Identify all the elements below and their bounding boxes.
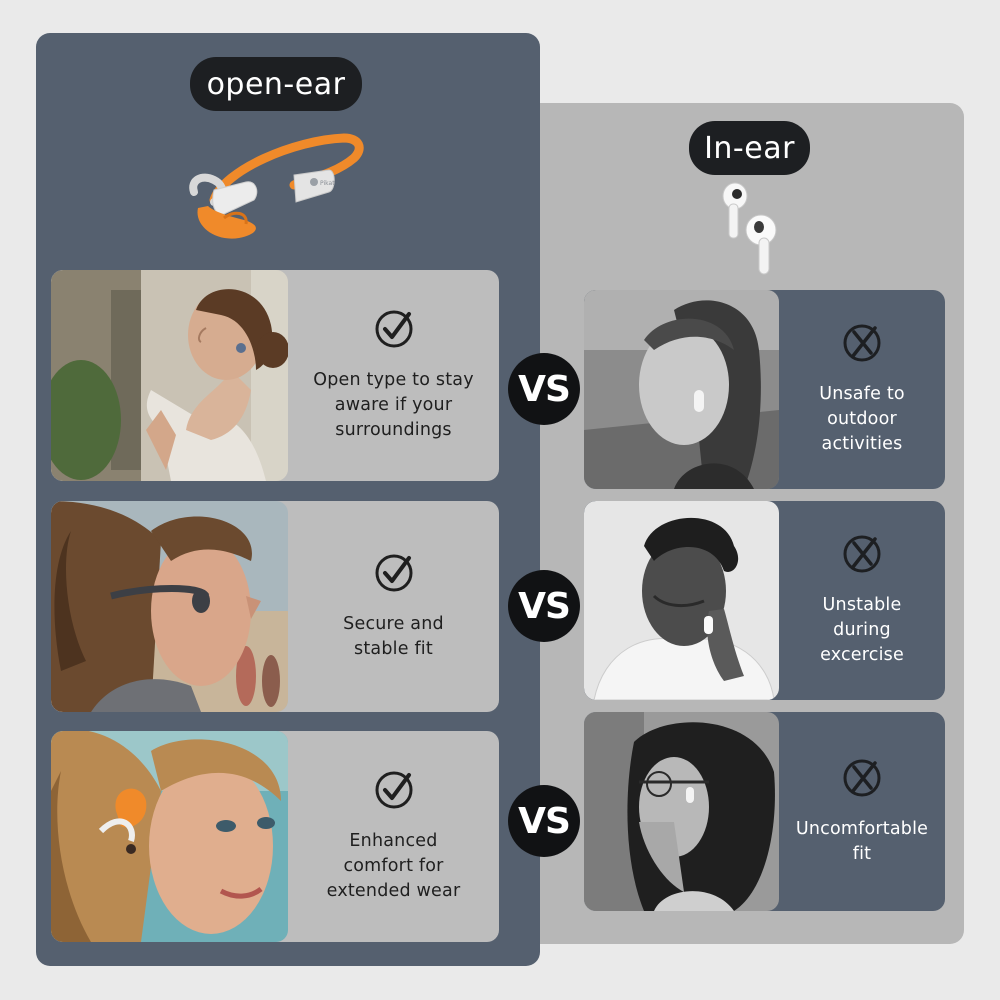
in-ear-earbuds-icon [722, 182, 777, 275]
in-ear-card-2-content: Unstable during excercise [779, 501, 945, 700]
open-ear-benefit-text: Enhanced comfort for extended wear [326, 831, 461, 901]
in-ear-card-1-content: Unsafe to outdoor activities [779, 290, 945, 489]
woman-meditating-photo [51, 270, 288, 481]
woman-running-photo [51, 501, 288, 712]
in-ear-card-3-content: Uncomfortable fit [779, 712, 945, 911]
open-ear-card-2-content: Secure and stable fit [288, 501, 499, 712]
open-ear-benefit-text: Open type to stay aware if your surround… [313, 370, 474, 440]
check-circle-icon [375, 310, 412, 348]
open-ear-card-3-content: Enhanced comfort for extended wear [288, 731, 499, 942]
open-ear-card-2: Secure and stable fit [51, 501, 499, 712]
open-ear-card-1-content: Open type to stay aware if your surround… [288, 270, 499, 481]
in-ear-drawback-text: Uncomfortable fit [795, 818, 929, 864]
woman-beach-photo [51, 731, 288, 942]
in-ear-card-3: Uncomfortable fit [584, 712, 945, 911]
open-ear-card-3: Enhanced comfort for extended wear [51, 731, 499, 942]
in-ear-card-2: Unstable during excercise [584, 501, 945, 700]
in-ear-drawback-text: Unstable during excercise [820, 595, 904, 665]
check-circle-icon [375, 554, 412, 591]
check-circle-icon [375, 771, 412, 809]
x-circle-icon [843, 759, 881, 796]
open-ear-title: open-ear [190, 57, 362, 111]
woman-glasses-earbuds-photo [584, 712, 779, 911]
product-brand-text: Pikat [320, 180, 335, 187]
vs-badge-2: VS [508, 570, 580, 642]
vs-badge-3: VS [508, 785, 580, 857]
in-ear-card-1: Unsafe to outdoor activities [584, 290, 945, 489]
vs-badge-1: VS [508, 353, 580, 425]
man-earbuds-photo [584, 501, 779, 700]
in-ear-title: In-ear [689, 121, 810, 175]
x-circle-icon [843, 535, 881, 573]
open-ear-headphones-icon: Pikat [189, 133, 364, 239]
woman-earbuds-photo [584, 290, 779, 489]
open-ear-benefit-text: Secure and stable fit [343, 613, 444, 659]
open-ear-card-1: Open type to stay aware if your surround… [51, 270, 499, 481]
in-ear-drawback-text: Unsafe to outdoor activities [819, 384, 905, 454]
x-circle-icon [843, 324, 881, 362]
